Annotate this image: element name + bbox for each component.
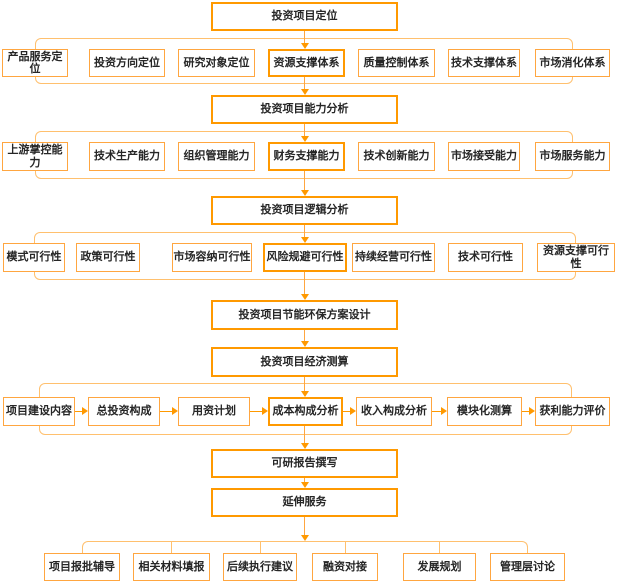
arrow-right-icon	[262, 407, 268, 415]
node-research-object-positioning: 研究对象定位	[178, 49, 255, 77]
node-management-discussion: 管理层讨论	[490, 553, 565, 581]
node-market-acceptance-capability: 市场接受能力	[448, 142, 520, 171]
chain-connector	[522, 411, 529, 412]
chain-connector	[160, 411, 172, 412]
arrow-down-icon	[301, 190, 309, 196]
flow-connector	[304, 31, 305, 44]
flow-connector	[304, 272, 305, 295]
flow-connector	[304, 225, 305, 238]
node-tech-support-system: 技术支撑体系	[448, 49, 520, 77]
node-product-service-positioning: 产品服务定位	[2, 49, 68, 77]
node-energy-env-design: 投资项目节能环保方案设计	[211, 300, 398, 330]
arrow-down-icon	[301, 89, 309, 95]
arrow-right-icon	[529, 407, 535, 415]
flow-connector	[304, 171, 305, 191]
services-tree-drop	[171, 541, 172, 553]
node-total-investment-structure: 总投资构成	[88, 397, 160, 426]
node-followup-execution-advice: 后续执行建议	[223, 553, 297, 581]
node-tech-innovation-capability: 技术创新能力	[358, 142, 435, 171]
flow-connector	[304, 124, 305, 137]
node-profitability-evaluation: 获利能力评价	[535, 397, 610, 426]
node-resource-support-system: 资源支撑体系	[268, 49, 345, 77]
node-construction-content: 项目建设内容	[3, 397, 75, 426]
node-material-filing: 相关材料填报	[133, 553, 210, 581]
node-cost-structure-analysis: 成本构成分析	[268, 397, 343, 426]
arrow-down-icon	[301, 535, 309, 541]
node-quality-control-system: 质量控制体系	[358, 49, 435, 77]
node-market-digestion-system: 市场消化体系	[535, 49, 610, 77]
node-approval-coaching: 项目报批辅导	[44, 553, 120, 581]
node-risk-avoidance-feasibility: 风险规避可行性	[263, 243, 347, 272]
services-tree-bus	[82, 541, 528, 553]
arrow-down-icon	[301, 43, 309, 49]
node-tech-production-capability: 技术生产能力	[89, 142, 165, 171]
node-economic-calculation: 投资项目经济测算	[211, 347, 398, 377]
node-financing-connection: 融资对接	[312, 553, 378, 581]
node-financial-support-capability: 财务支撑能力	[268, 142, 345, 171]
node-logic-analysis: 投资项目逻辑分析	[211, 196, 398, 225]
node-technical-feasibility: 技术可行性	[448, 243, 523, 272]
node-fund-usage-plan: 用资计划	[178, 397, 250, 426]
arrow-down-icon	[301, 443, 309, 449]
node-feasibility-report: 可研报告撰写	[211, 449, 398, 478]
chain-connector	[432, 411, 441, 412]
arrow-down-icon	[301, 294, 309, 300]
flow-connector	[304, 330, 305, 342]
chain-connector	[75, 411, 83, 412]
arrow-right-icon	[350, 407, 356, 415]
node-income-structure-analysis: 收入构成分析	[356, 397, 432, 426]
arrow-right-icon	[441, 407, 447, 415]
arrow-right-icon	[172, 407, 178, 415]
node-project-positioning: 投资项目定位	[211, 2, 398, 31]
node-resource-support-feasibility: 资源支撑可行性	[537, 243, 615, 272]
flow-connector	[304, 517, 305, 536]
arrow-down-icon	[301, 391, 309, 397]
flow-connector	[304, 377, 305, 392]
node-investment-direction-positioning: 投资方向定位	[89, 49, 165, 77]
flow-connector	[304, 426, 305, 444]
node-org-management-capability: 组织管理能力	[178, 142, 255, 171]
node-sustained-operation-feasibility: 持续经营可行性	[352, 243, 435, 272]
arrow-right-icon	[82, 407, 88, 415]
node-development-planning: 发展规划	[403, 553, 476, 581]
services-tree-drop	[439, 541, 440, 553]
arrow-down-icon	[301, 341, 309, 347]
flow-connector	[304, 478, 305, 483]
node-policy-feasibility: 政策可行性	[76, 243, 140, 272]
node-extended-services: 延伸服务	[211, 488, 398, 517]
arrow-down-icon	[301, 482, 309, 488]
chain-connector	[250, 411, 262, 412]
services-tree-drop	[345, 541, 346, 553]
chain-connector	[343, 411, 350, 412]
node-capability-analysis: 投资项目能力分析	[211, 95, 398, 124]
node-modular-calculation: 模块化测算	[447, 397, 522, 426]
flow-connector	[304, 77, 305, 90]
services-tree-drop	[260, 541, 261, 553]
arrow-down-icon	[301, 136, 309, 142]
node-upstream-control-capability: 上游掌控能力	[2, 142, 68, 171]
node-market-capacity-feasibility: 市场容纳可行性	[172, 243, 252, 272]
node-model-feasibility: 模式可行性	[3, 243, 65, 272]
arrow-down-icon	[301, 237, 309, 243]
node-market-service-capability: 市场服务能力	[535, 142, 610, 171]
